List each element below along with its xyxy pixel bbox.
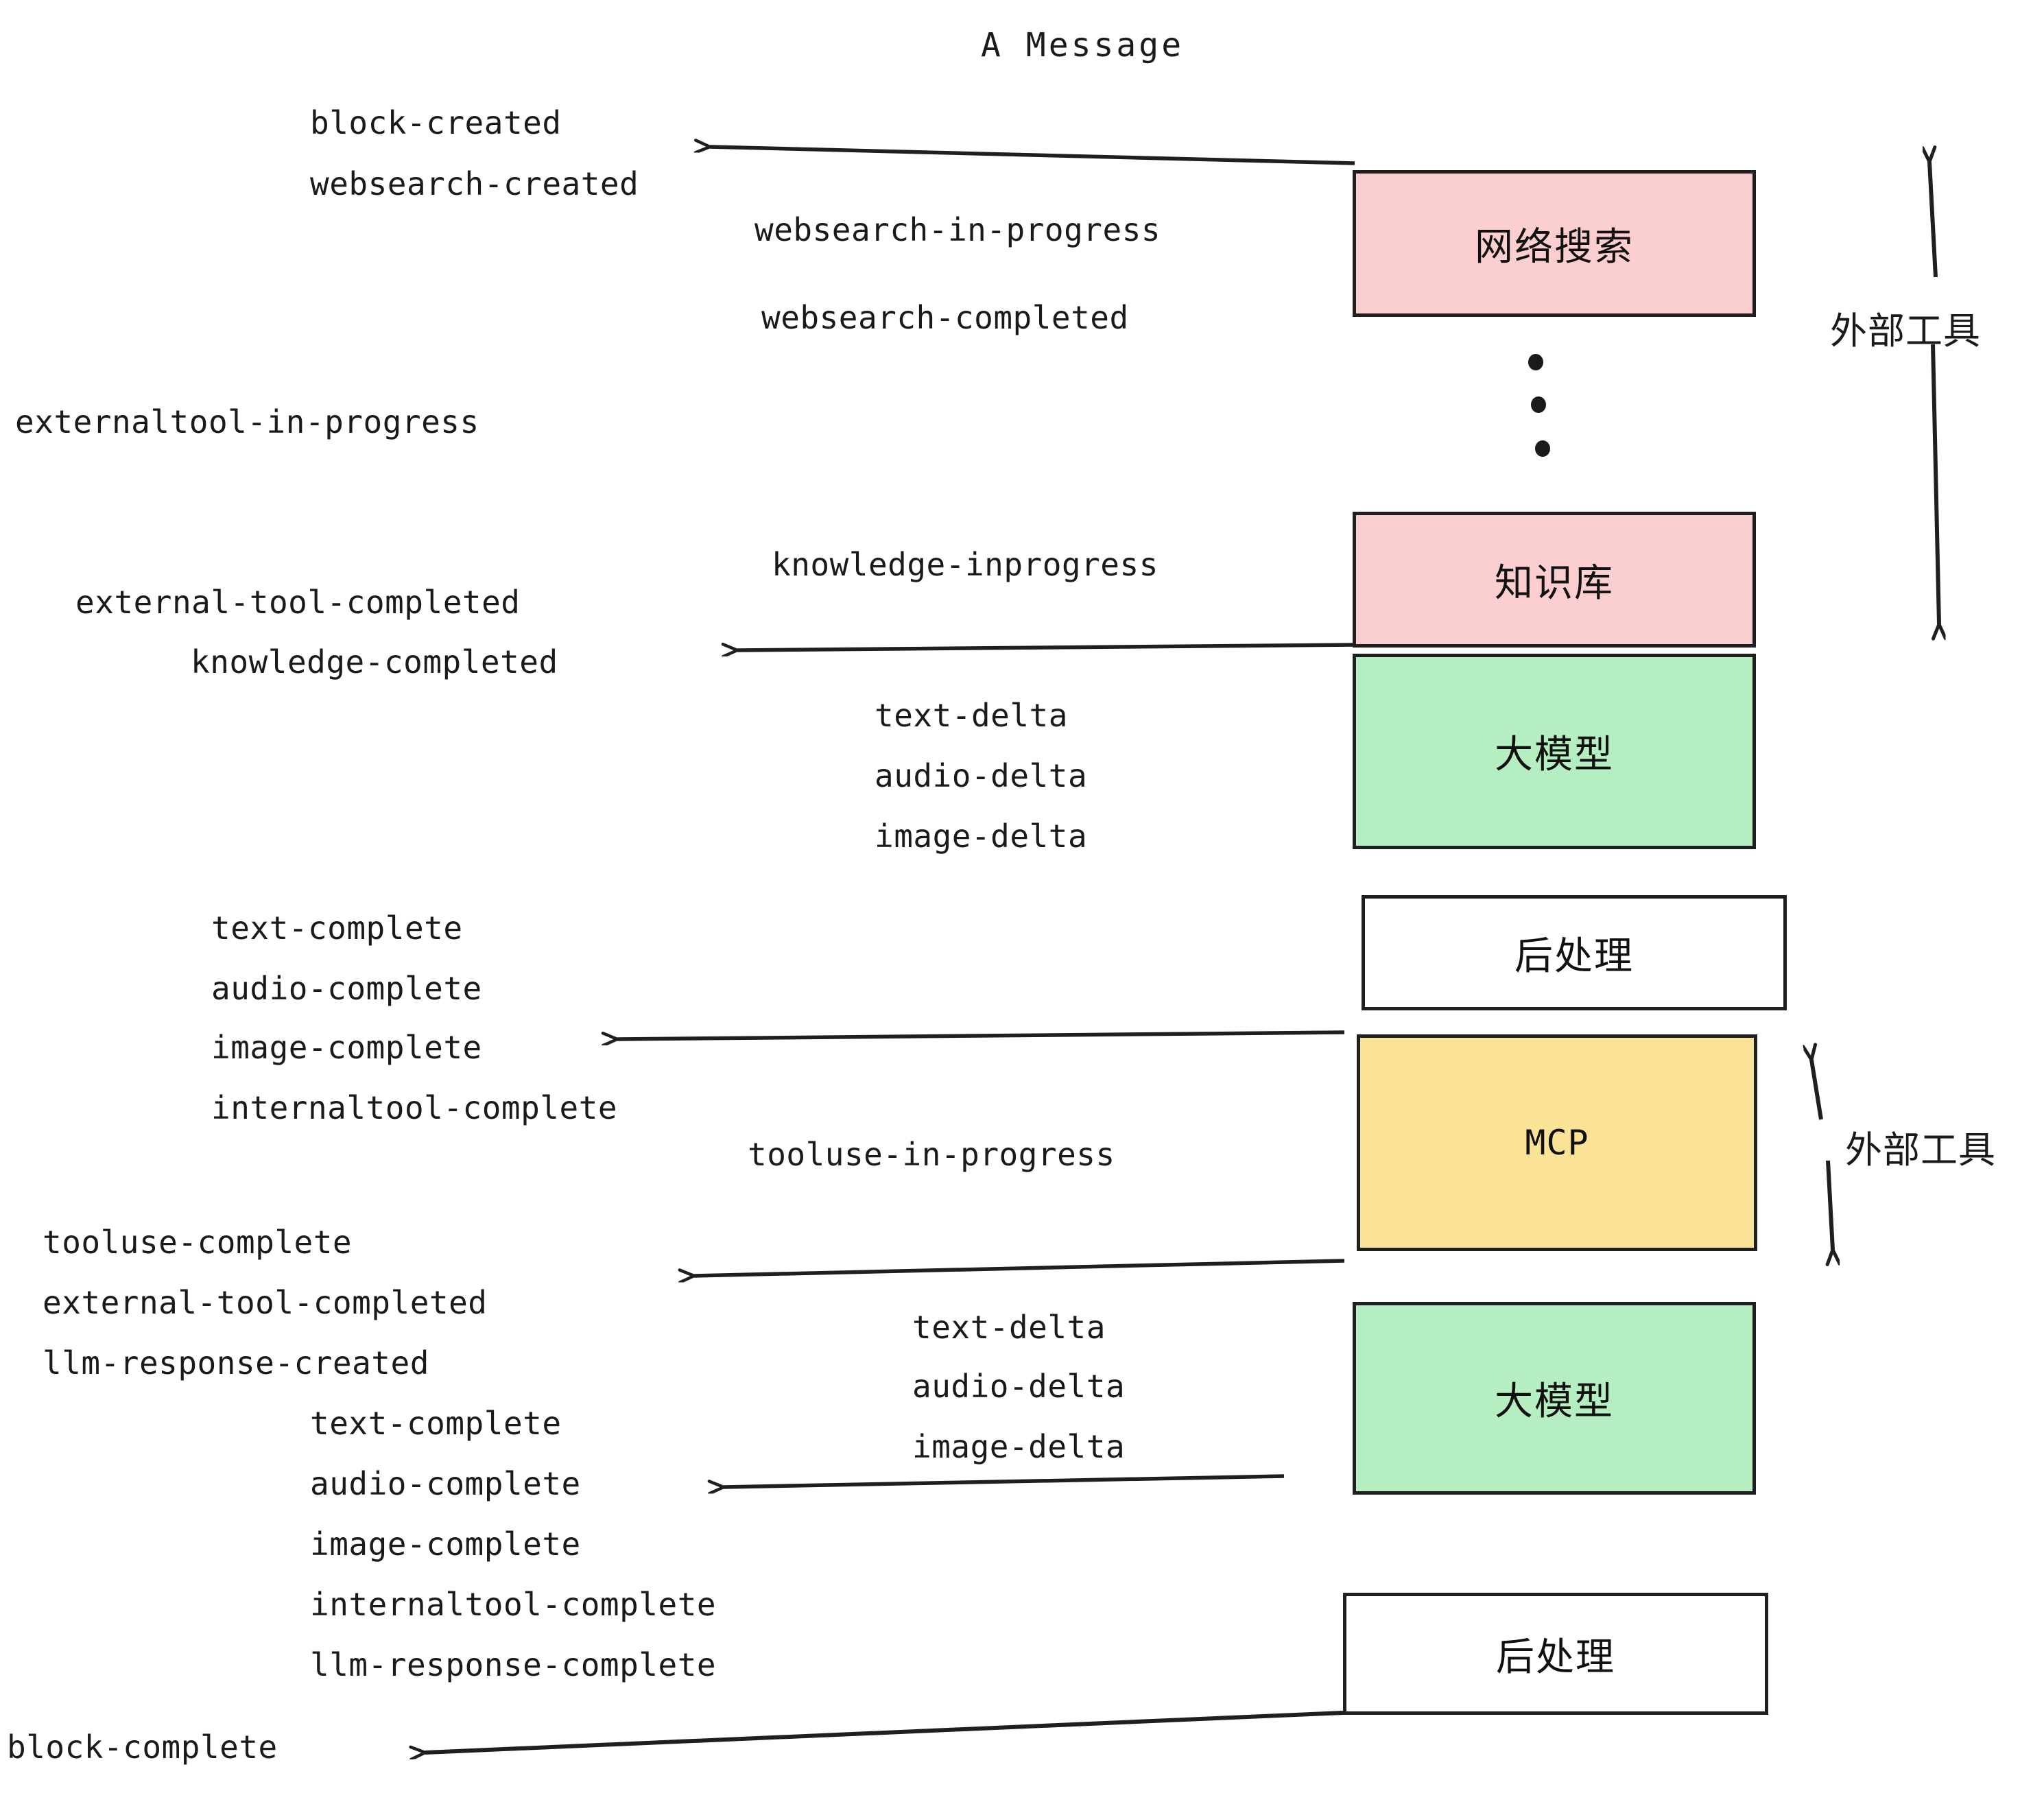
ellipsis-dot-1 [1528, 354, 1543, 370]
box-llm-2[interactable]: 大模型 [1353, 1302, 1756, 1495]
event-internaltool-complete-1: internaltool-complete [211, 1089, 618, 1126]
arrow-external-tools-bottom-up [1811, 1060, 1823, 1120]
arrow-external-tools-bottom-down [1828, 1160, 1833, 1250]
box-websearch-label: 网络搜索 [1475, 224, 1634, 270]
event-audio-complete-1: audio-complete [211, 970, 482, 1007]
event-image-delta-1: image-delta [875, 818, 1088, 855]
box-postprocessing-1-label: 后处理 [1514, 934, 1634, 979]
ellipsis-dot-2 [1531, 396, 1546, 413]
event-audio-delta-1: audio-delta [875, 757, 1088, 794]
label-external-tools-top: 外部工具 [1830, 309, 1981, 353]
arrow-postproc2-to-block-complete [425, 1711, 1344, 1753]
event-tooluse-complete: tooluse-complete [43, 1224, 353, 1261]
event-websearch-in-progress: websearch-in-progress [754, 211, 1161, 248]
event-text-complete-2: text-complete [310, 1405, 562, 1442]
arrow-llm2-to-audio-complete [724, 1474, 1285, 1487]
arrow-external-tools-top-up [1929, 162, 1938, 278]
event-audio-complete-2: audio-complete [310, 1465, 581, 1502]
event-knowledge-inprogress: knowledge-inprogress [772, 546, 1158, 583]
arrow-websearch-to-created [710, 147, 1355, 165]
arrow-mcp-to-tooluse-complete [694, 1259, 1345, 1276]
event-internaltool-complete-2: internaltool-complete [310, 1586, 717, 1623]
label-external-tools-bottom: 外部工具 [1845, 1128, 1996, 1172]
event-external-tool-completed-2: external-tool-completed [43, 1284, 488, 1321]
box-knowledge[interactable]: 知识库 [1353, 512, 1756, 648]
event-image-delta-2: image-delta [912, 1428, 1126, 1465]
event-llm-response-created: llm-response-created [43, 1344, 429, 1381]
event-text-complete-1: text-complete [211, 910, 463, 947]
event-image-complete-1: image-complete [211, 1029, 482, 1066]
arrow-external-tools-top-down [1931, 344, 1939, 624]
event-external-tool-completed-1: external-tool-completed [75, 584, 521, 621]
event-websearch-created: websearch-created [310, 165, 639, 202]
box-llm-1[interactable]: 大模型 [1353, 654, 1756, 849]
event-audio-delta-2: audio-delta [912, 1368, 1126, 1405]
box-llm-2-label: 大模型 [1495, 1379, 1614, 1424]
event-text-delta-1: text-delta [875, 697, 1068, 734]
arrow-postproc1-to-image-complete [617, 1030, 1345, 1039]
box-postprocessing-2[interactable]: 后处理 [1343, 1593, 1768, 1715]
event-text-delta-2: text-delta [912, 1309, 1106, 1346]
event-llm-response-complete: llm-response-complete [310, 1646, 717, 1683]
event-knowledge-completed: knowledge-completed [191, 643, 558, 680]
box-postprocessing-1[interactable]: 后处理 [1362, 895, 1787, 1010]
event-block-complete: block-complete [7, 1729, 278, 1766]
event-externaltool-in-progress: externaltool-in-progress [15, 403, 479, 440]
box-mcp[interactable]: MCP [1357, 1034, 1757, 1251]
event-websearch-completed: websearch-completed [761, 299, 1129, 336]
box-websearch[interactable]: 网络搜索 [1353, 170, 1756, 317]
box-mcp-label: MCP [1525, 1123, 1589, 1163]
event-image-complete-2: image-complete [310, 1526, 581, 1563]
arrow-knowledge-to-completed [737, 645, 1355, 650]
event-tooluse-in-progress: tooluse-in-progress [748, 1136, 1115, 1173]
page-title: A Message [981, 26, 1185, 64]
box-llm-1-label: 大模型 [1495, 733, 1614, 777]
event-block-created: block-created [310, 104, 562, 141]
box-knowledge-label: 知识库 [1495, 560, 1614, 606]
ellipsis-dot-3 [1535, 440, 1550, 457]
box-postprocessing-2-label: 后处理 [1496, 1635, 1615, 1680]
